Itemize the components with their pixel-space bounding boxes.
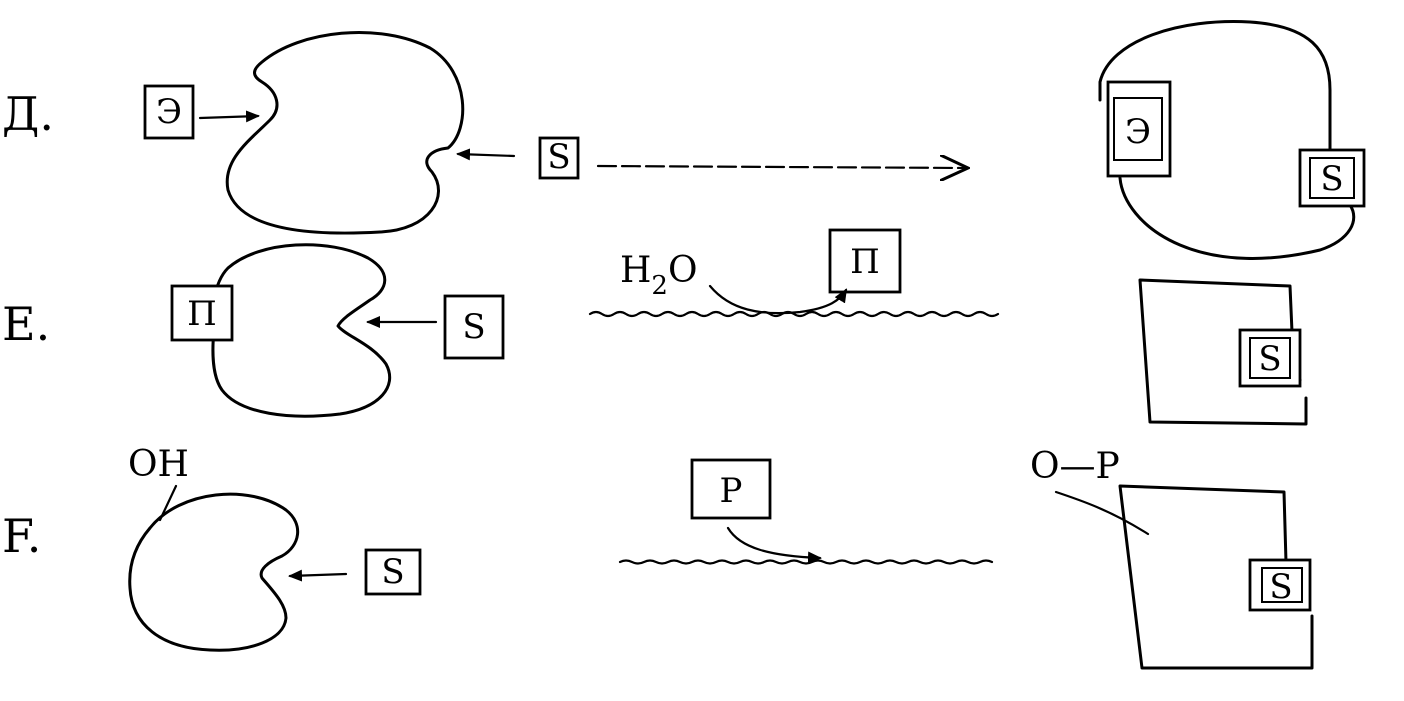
product-effector-inner-d [1113,97,1163,161]
reaction-line-f [618,559,994,565]
product-group-label-f: O—P [1030,446,1120,487]
product-substrate-inner-d [1309,157,1355,199]
water-label-e: H2O [620,250,697,301]
row-label-f: F. [2,509,41,563]
effector-label-d: Э [156,92,182,132]
substrate-label-e: S [462,307,485,347]
product-enzyme-f [1118,484,1314,670]
released-label-e: П [850,242,880,282]
enzyme-d [225,31,465,235]
arrow-effector-d [198,110,260,123]
enzyme-e [211,243,392,418]
product-substrate-label-d: S [1320,159,1343,199]
substrate-box-d [538,136,580,180]
enzyme-tag-box-e [170,284,234,342]
product-substrate-label-f: S [1269,567,1292,607]
product-substrate-inner-f [1261,567,1303,603]
product-group-pointer-f [1054,490,1150,536]
substrate-box-e [443,294,505,360]
substrate-label-f: S [381,552,404,592]
product-enzyme-d [1098,20,1356,260]
phosphate-box-f [690,458,772,520]
arrow-substrate-d [456,148,516,161]
phosphate-label-f: P [720,471,743,511]
product-substrate-inner-e [1249,337,1291,379]
arrow-substrate-f [288,569,348,582]
enzyme-f [128,492,300,652]
product-effector-label-d: Э [1125,112,1151,152]
substrate-label-d: S [547,137,570,177]
substrate-box-f [364,548,422,596]
group-label-f: OH [128,444,189,485]
released-box-e [828,228,902,294]
phosphate-transfer-arrow-f [726,526,822,564]
reaction-line-e [588,310,1000,318]
effector-box-d [143,84,195,140]
product-substrate-label-e: S [1258,339,1281,379]
row-label-d: Д. [2,87,54,141]
water-attack-arrow-e [708,284,848,315]
row-label-e: E. [2,297,50,351]
enzyme-tag-label-e: П [187,294,217,334]
reaction-arrow-d [596,166,968,168]
